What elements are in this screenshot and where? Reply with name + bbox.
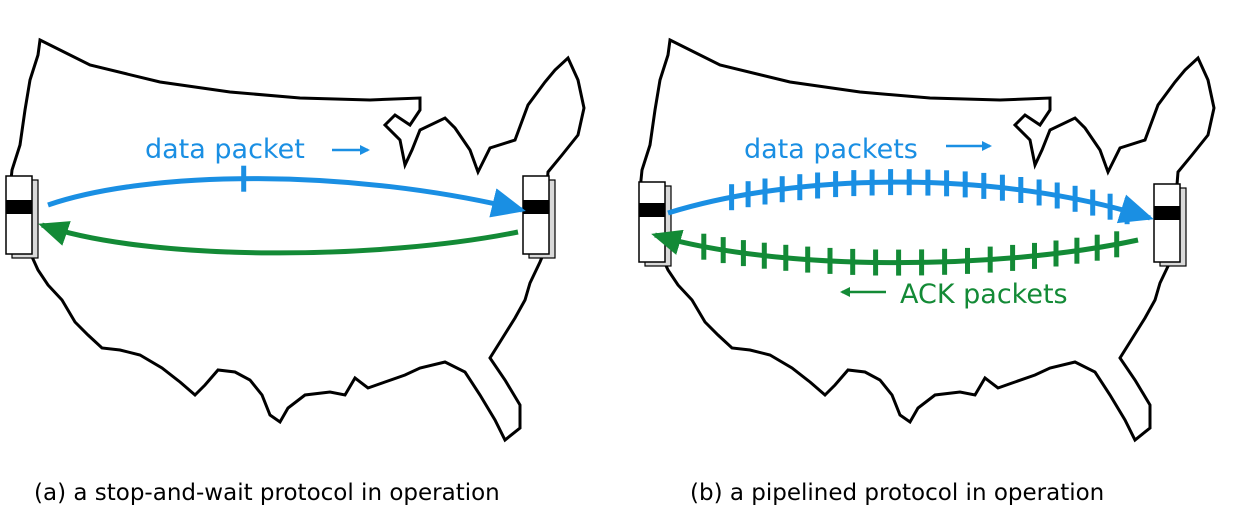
ack-packet — [827, 247, 833, 274]
ack-packet — [850, 248, 856, 275]
receiver-host — [522, 175, 556, 259]
data-packet — [1036, 179, 1042, 206]
data-packet — [745, 181, 751, 208]
data-packet — [999, 174, 1005, 201]
data-packet — [925, 169, 931, 196]
ack-packet — [1053, 240, 1059, 267]
us-map-outline — [8, 37, 586, 443]
data-transmission-arrow — [667, 179, 1154, 224]
ack-packet — [1010, 244, 1016, 271]
data-packet — [888, 169, 894, 196]
data-packet — [1018, 177, 1024, 203]
sender-host — [638, 181, 672, 267]
us-map-outline — [638, 37, 1216, 443]
data-packet — [779, 176, 785, 203]
ack-packet — [896, 249, 902, 276]
ack-packet — [701, 233, 707, 260]
sender-host — [5, 175, 39, 259]
data-packet — [962, 171, 968, 198]
panel-pipelined: data packets ACK packets (b) a pipelined… — [638, 37, 1216, 506]
ack-return-arrow — [38, 221, 519, 256]
data-packet — [851, 170, 857, 197]
caption-b: (b) a pipelined protocol in operation — [690, 480, 1104, 506]
data-packet-label: data packet — [145, 134, 305, 165]
ack-packet — [1114, 231, 1120, 258]
data-packet — [241, 165, 247, 192]
data-packet — [1124, 198, 1130, 225]
ack-packet — [1032, 242, 1037, 269]
data-packet — [797, 174, 803, 201]
data-packet — [981, 172, 987, 199]
data-transmission-arrow — [47, 176, 526, 218]
ack-packet — [805, 246, 811, 273]
ack-packet — [783, 244, 789, 271]
ack-packet — [987, 246, 993, 273]
ack-packet — [919, 249, 925, 276]
panel-stop-and-wait: data packet (a) a stop-and-wait protocol… — [5, 37, 586, 506]
data-packet — [1054, 182, 1060, 209]
ack-packet — [740, 240, 746, 267]
data-packet — [762, 178, 768, 205]
receiver-host — [1153, 183, 1187, 267]
ack-packet — [1074, 237, 1080, 264]
data-packet — [1107, 193, 1113, 220]
ack-packet — [720, 237, 726, 264]
data-packet — [1090, 189, 1096, 216]
ack-packet — [1094, 234, 1100, 261]
data-packet — [729, 184, 735, 211]
data-packet — [833, 171, 839, 198]
ack-packet — [761, 242, 767, 269]
data-packet — [1072, 185, 1078, 212]
ack-packet — [873, 249, 879, 276]
ack-packets-label: ACK packets — [900, 279, 1068, 310]
data-packet — [869, 169, 875, 196]
caption-a: (a) a stop-and-wait protocol in operatio… — [34, 480, 500, 506]
data-packets-label: data packets — [744, 134, 918, 165]
ack-packet — [965, 247, 970, 274]
data-packet — [815, 172, 821, 199]
data-packet — [906, 169, 912, 196]
ack-packet — [942, 248, 948, 275]
data-packet — [944, 170, 950, 197]
